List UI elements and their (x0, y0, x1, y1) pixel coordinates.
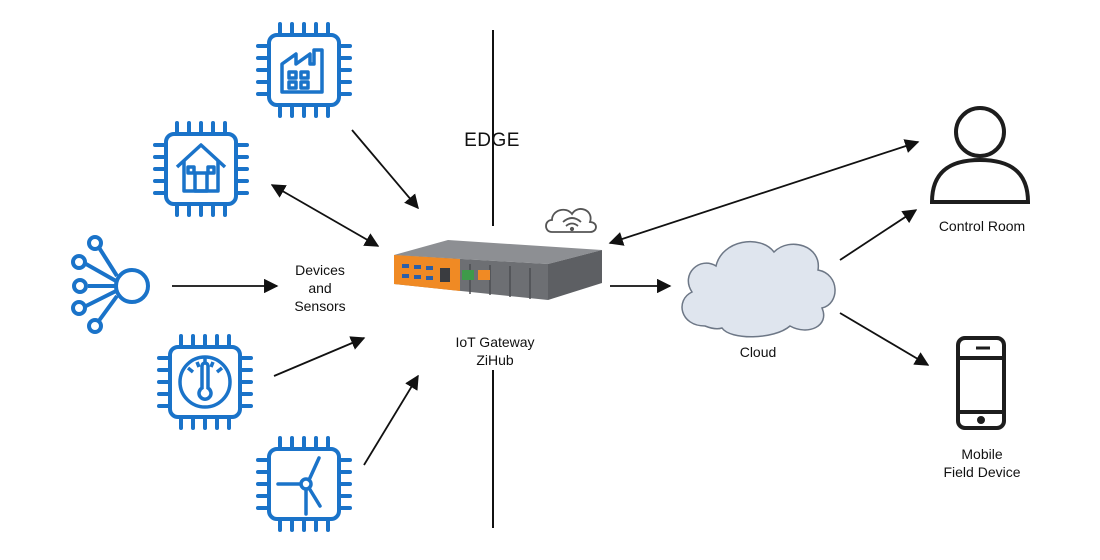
arrow-cloud-to-controlroom (839, 209, 918, 261)
control-room-label: Control Room (938, 218, 1026, 234)
devices-label-line1: Devices (295, 262, 345, 278)
wireless-cloud-icon (545, 208, 597, 233)
mobile-phone-icon (956, 336, 1006, 430)
hub-network-icon (71, 235, 150, 334)
gateway-label-line2: ZiHub (476, 352, 514, 368)
arrow-turbine-to-gateway (363, 374, 419, 466)
cloud-icon (681, 240, 836, 338)
arrow-cloud-to-mobile (839, 312, 930, 366)
gateway-label: IoT Gateway ZiHub (425, 333, 565, 369)
arrow-house-gateway (270, 184, 380, 247)
arrow-gateway-controlroom (608, 139, 920, 246)
devices-label-line2: and (308, 280, 332, 296)
gateway-label-line1: IoT Gateway (455, 334, 535, 350)
mobile-label-line1: Mobile (961, 446, 1003, 462)
cloud-label: Cloud (739, 344, 777, 360)
devices-sensors-label: Devices and Sensors (270, 261, 370, 315)
iot-gateway-device-icon (394, 240, 602, 300)
arrow-gauge-to-gateway (273, 336, 366, 377)
edge-label: EDGE (464, 130, 520, 151)
factory-chip-icon (256, 22, 352, 118)
arrow-factory-to-gateway (351, 129, 419, 210)
house-chip-icon (153, 121, 249, 217)
mobile-label-line2: Field Device (943, 464, 1021, 480)
thermometer-gauge-chip-icon (157, 334, 253, 430)
person-icon (929, 106, 1031, 204)
wind-turbine-chip-icon (256, 436, 352, 532)
mobile-device-label: Mobile Field Device (920, 445, 1044, 481)
devices-label-line3: Sensors (294, 298, 346, 314)
